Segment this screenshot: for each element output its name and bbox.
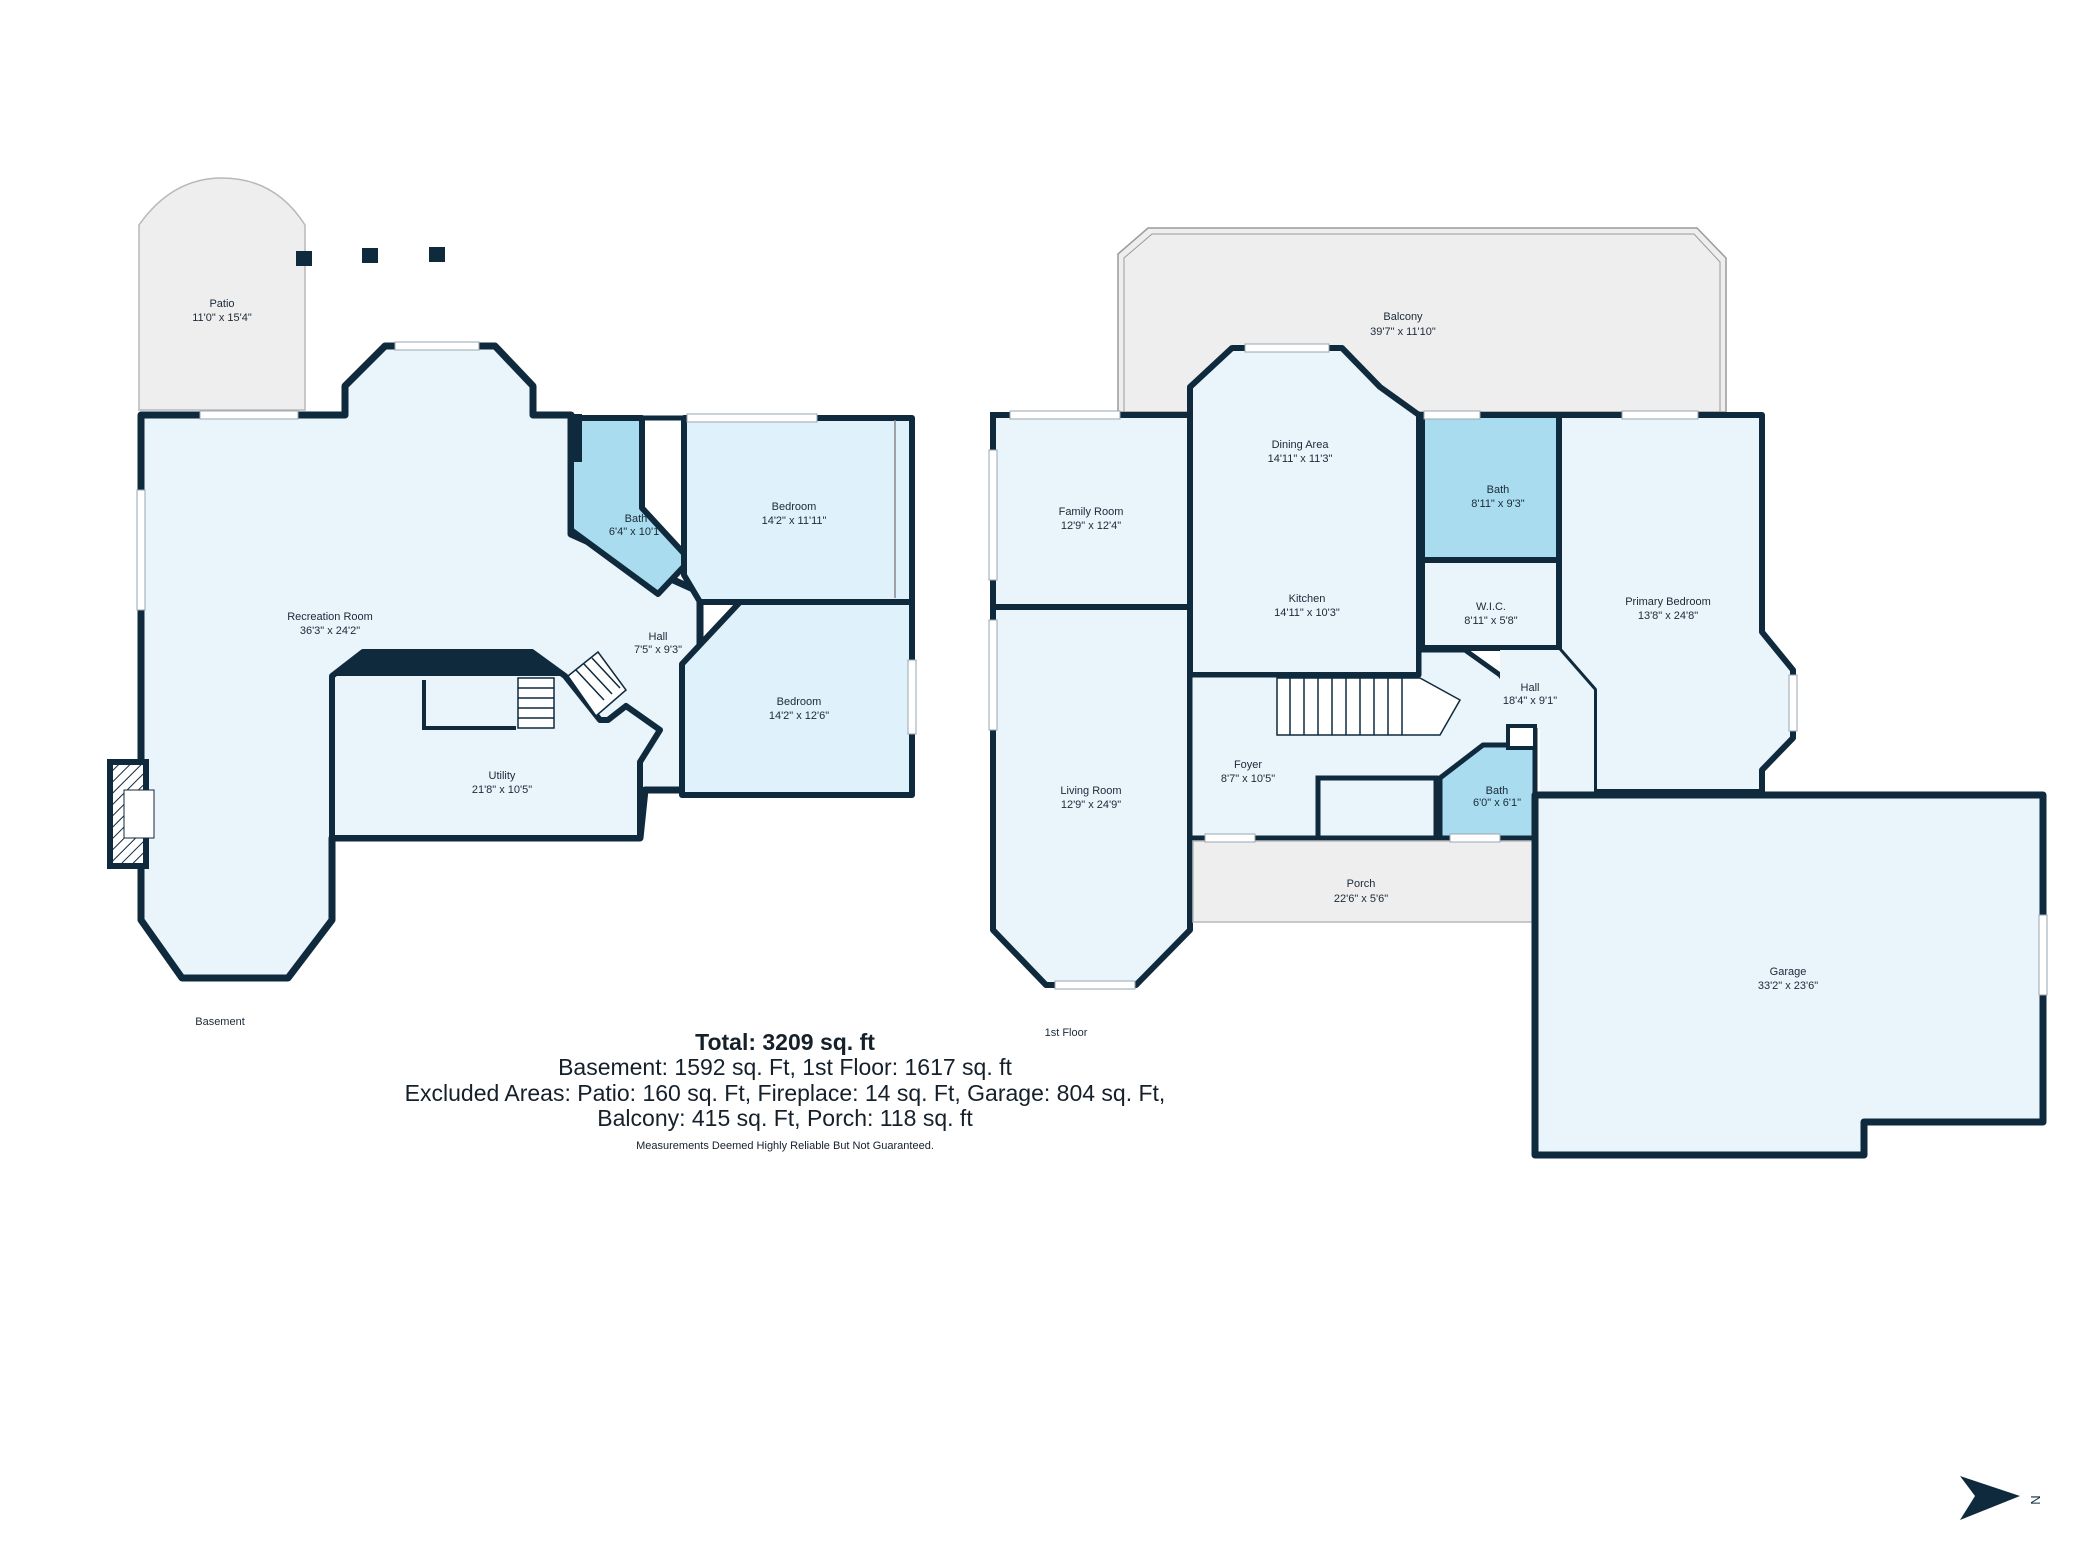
- family-room-name: Family Room: [1059, 506, 1124, 518]
- fireplace-hearth: [123, 789, 155, 839]
- post: [429, 247, 445, 262]
- balcony-name: Balcony: [1383, 311, 1423, 323]
- kitchen-dims: 14'11" x 10'3": [1274, 607, 1340, 619]
- small-bath-nook: [1506, 724, 1537, 750]
- disclaimer: Measurements Deemed Highly Reliable But …: [636, 1140, 934, 1153]
- foyer-closet: [1315, 775, 1439, 841]
- small-bath-name: Bath: [1486, 785, 1509, 797]
- first-floor-hall: [1500, 650, 1594, 792]
- utility-top-wall: [332, 652, 565, 676]
- utility-dims: 21'8" x 10'5": [472, 784, 532, 796]
- garage: [1531, 791, 2047, 1159]
- basement-bath-dims: 6'4" x 10'1": [609, 526, 663, 538]
- living-room-name: Living Room: [1060, 785, 1121, 797]
- living-room-dims: 12'9" x 24'9": [1061, 799, 1121, 811]
- post: [362, 248, 378, 263]
- small-bath-dims: 6'0" x 6'1": [1473, 797, 1521, 809]
- dining-area-dims: 14'11" x 11'3": [1268, 453, 1333, 465]
- total-area: Total: 3209 sq. ft: [695, 1029, 875, 1055]
- patio-name: Patio: [209, 298, 234, 310]
- first-floor-bath-name: Bath: [1487, 484, 1510, 496]
- patio-dims: 11'0" x 15'4": [192, 312, 252, 324]
- recreation-room-dims: 36'3" x 24'2": [300, 625, 360, 637]
- dining-area-name: Dining Area: [1272, 439, 1330, 451]
- area-summary: Total: 3209 sq. ft Basement: 1592 sq. Ft…: [0, 1029, 1570, 1153]
- post: [296, 251, 312, 266]
- first-floor-hall-name: Hall: [1521, 682, 1540, 694]
- first-floor-bath-dims: 8'11" x 9'3": [1471, 498, 1524, 510]
- bath-wall-block: [568, 414, 582, 462]
- first-floor-stairs: [1276, 677, 1462, 736]
- porch-area: [1192, 840, 1534, 923]
- floor-areas: Basement: 1592 sq. Ft, 1st Floor: 1617 s…: [558, 1054, 1012, 1081]
- balcony-dims: 39'7" x 11'10": [1370, 326, 1436, 338]
- first-floor-bath: [1419, 412, 1562, 563]
- basement-bath-name: Bath: [625, 513, 648, 525]
- basement-hall-name: Hall: [649, 631, 668, 643]
- family-room-dims: 12'9" x 12'4": [1061, 520, 1121, 532]
- basement-stairs: [517, 650, 628, 729]
- balcony-railing: [1123, 233, 1721, 412]
- basement-bedroom-2-dims: 14'2" x 12'6": [769, 710, 829, 722]
- excluded-areas-2: Balcony: 415 sq. Ft, Porch: 118 sq. ft: [597, 1104, 973, 1131]
- basement-windows: [136, 341, 917, 735]
- first-floor-windows: [988, 343, 2048, 996]
- basement-bedroom-2: [679, 599, 915, 798]
- basement-floor-label: Basement: [195, 1016, 245, 1028]
- first-floor-plan: Balcony 39'7" x 11'10" Dining Area 14'11…: [988, 227, 2048, 1159]
- primary-bedroom: [1556, 412, 1796, 795]
- utility-closet-wall: [422, 680, 516, 730]
- foyer-dims: 8'7" x 10'5": [1221, 773, 1275, 785]
- patio-area: [138, 177, 306, 411]
- kitchen-name: Kitchen: [1289, 593, 1326, 605]
- excluded-areas-1: Excluded Areas: Patio: 160 sq. Ft, Firep…: [404, 1079, 1166, 1106]
- porch-name: Porch: [1347, 878, 1376, 890]
- basement-bedroom-2-name: Bedroom: [777, 696, 822, 708]
- porch-dims: 22'6" x 5'6": [1334, 893, 1388, 905]
- garage-dims: 33'2" x 23'6": [1758, 980, 1818, 992]
- basement-bedroom-1-name: Bedroom: [772, 501, 817, 513]
- basement-plan: Patio 11'0" x 15'4" Recreation Room 36'3…: [107, 177, 917, 1028]
- primary-bedroom-dims: 13'8" x 24'8": [1638, 610, 1698, 622]
- north-arrow-icon: N: [1960, 1476, 2043, 1520]
- first-floor-hall-dims: 18'4" x 9'1": [1503, 695, 1557, 707]
- primary-bedroom-name: Primary Bedroom: [1625, 596, 1711, 608]
- recreation-room-name: Recreation Room: [287, 611, 373, 623]
- basement-bedroom-1-dims: 14'2" x 11'11": [762, 515, 827, 527]
- garage-name: Garage: [1770, 966, 1807, 978]
- wic-name: W.I.C.: [1476, 601, 1506, 613]
- foyer-name: Foyer: [1234, 759, 1262, 771]
- compass-label: N: [2028, 1495, 2043, 1504]
- wic-dims: 8'11" x 5'8": [1464, 615, 1517, 627]
- utility-name: Utility: [489, 770, 516, 782]
- first-floor-label: 1st Floor: [1045, 1027, 1088, 1039]
- basement-hall-dims: 7'5" x 9'3": [634, 644, 682, 656]
- dining-kitchen: [1187, 345, 1422, 678]
